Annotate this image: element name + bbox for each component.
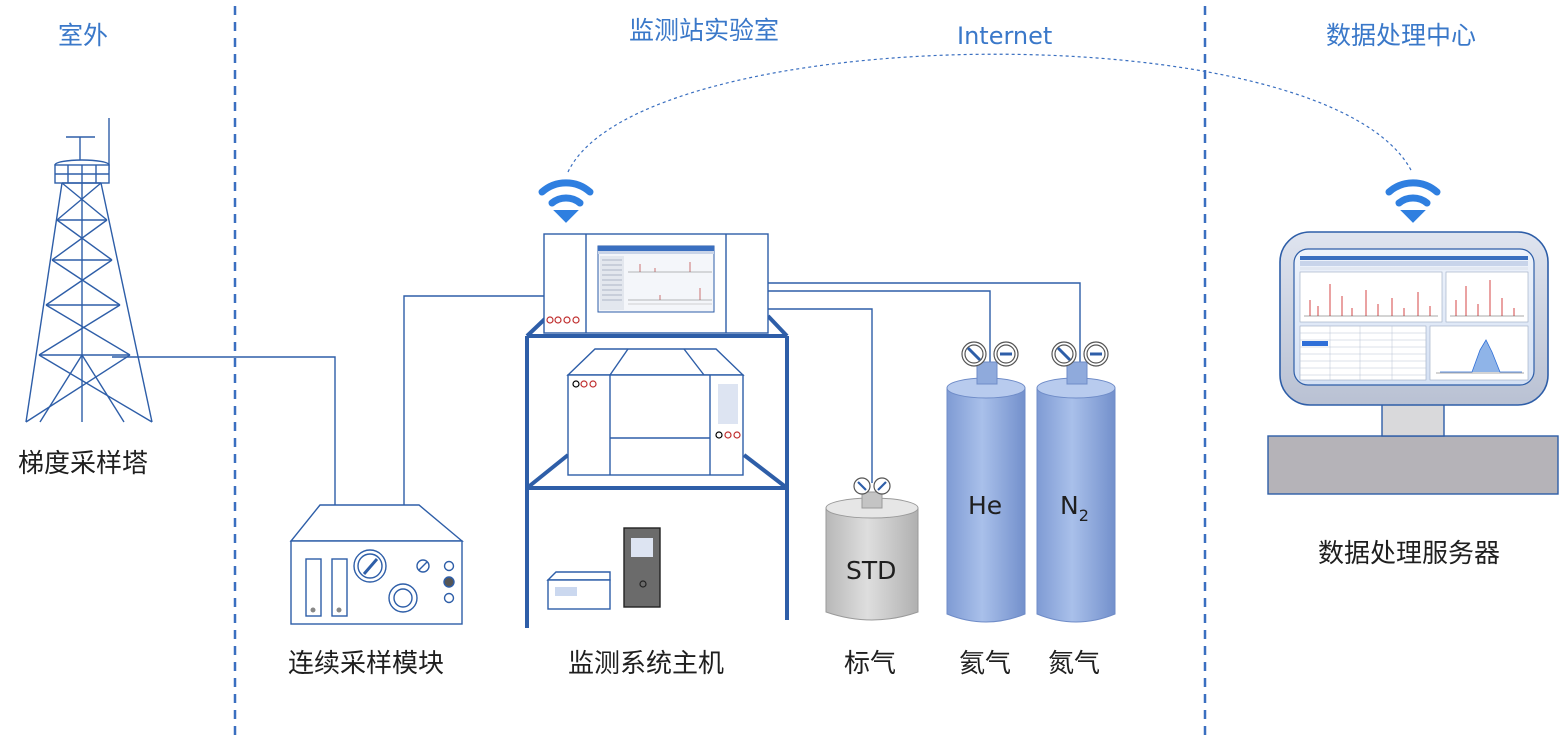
server-screen-content [1299, 256, 1529, 381]
internet-label: Internet [957, 22, 1053, 50]
std-cylinder-mark: STD [846, 556, 897, 585]
zone-label-lab: 监测站实验室 [629, 16, 780, 45]
std-regulator [853, 477, 891, 495]
he-regulator [961, 341, 1019, 367]
n2-cylinder [1036, 361, 1116, 623]
wifi-icon [1385, 179, 1441, 223]
std-gas-label: 标气 [844, 649, 897, 679]
he-cylinder-mark: He [968, 491, 1003, 520]
n2-cylinder-mark-sub: 2 [1078, 506, 1089, 525]
ups-device [623, 527, 661, 608]
n2-regulator [1051, 341, 1109, 367]
std-cylinder [825, 491, 919, 621]
he-gas-label: 氦气 [959, 649, 1012, 679]
sampler-module [289, 504, 464, 625]
zone-label-center: 数据处理中心 [1326, 21, 1477, 50]
wifi-icon [538, 179, 594, 223]
internet-link-arc [567, 53, 1413, 173]
host-label: 监测系统主机 [568, 649, 725, 679]
host-screen [597, 245, 715, 313]
n2-cylinder-mark-base: N [1060, 491, 1079, 520]
server-label: 数据处理服务器 [1318, 539, 1501, 569]
zone-label-outdoor: 室外 [58, 21, 109, 50]
n2-gas-label: 氮气 [1048, 649, 1101, 679]
he-cylinder [946, 361, 1026, 623]
connection-lines [112, 282, 1081, 505]
sampling-tower [25, 118, 153, 423]
equipment-rack [525, 314, 789, 628]
tower-label: 梯度采样塔 [18, 449, 149, 479]
gc-unit [566, 348, 745, 476]
small-device-box [546, 571, 611, 610]
sampler-label: 连续采样模块 [288, 649, 445, 679]
n2-cylinder-mark: N2 [1060, 491, 1089, 525]
